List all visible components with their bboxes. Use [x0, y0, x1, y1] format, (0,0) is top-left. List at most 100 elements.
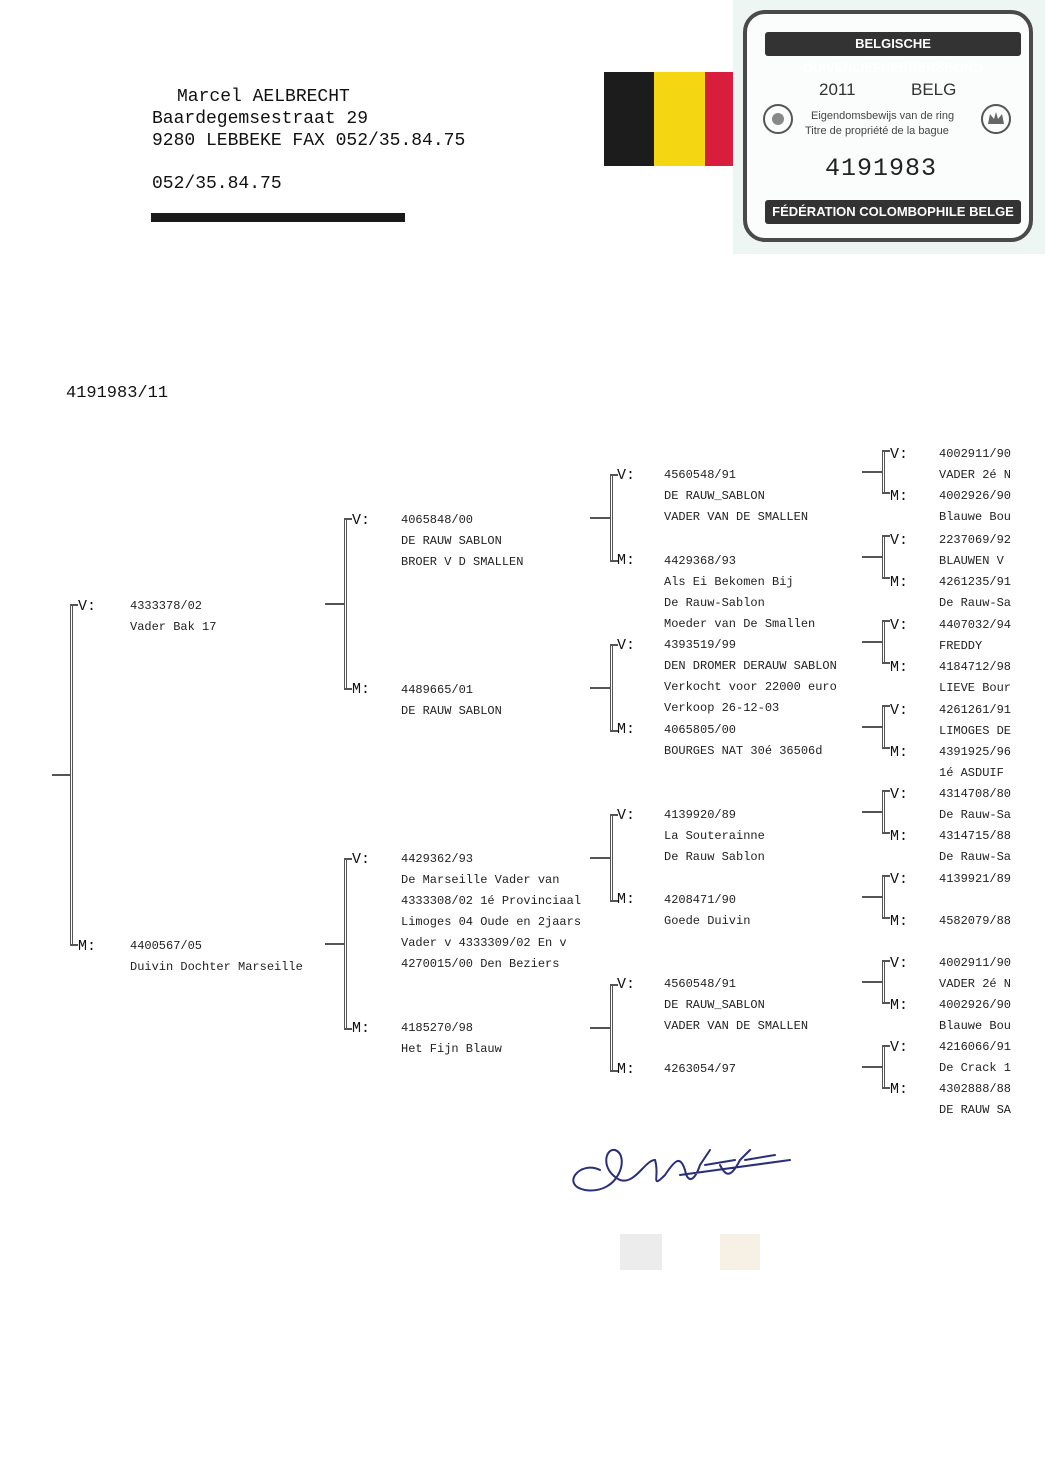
gen2-bird-1: 4065848/00 DE RAUW SABLON BROER V D SMAL… — [401, 510, 523, 573]
bird-note: De Rauw-Sa — [939, 850, 1012, 864]
gen3-label-7: V: — [617, 976, 636, 993]
ring-number: 4002926/90 — [939, 998, 1012, 1012]
ghost-mark-gray — [620, 1234, 662, 1270]
ring-number: 2237069/92 — [939, 533, 1012, 547]
gen3-bracket-4-stub — [590, 1027, 610, 1029]
gen4-bracket-6-stub — [862, 896, 882, 898]
gen3-label-1: V: — [617, 467, 636, 484]
gen4-father-label: V: — [890, 786, 909, 803]
bird-note: Duivin Dochter Marseille — [130, 960, 303, 974]
owner-name: Marcel AELBRECHT — [177, 87, 350, 107]
bird-note: Limoges 04 Oude en 2jaars — [401, 915, 582, 929]
gen3-label-6: M: — [617, 891, 636, 908]
gen3-bracket-2-vertical — [610, 644, 613, 730]
gen4-bracket-3-vertical — [882, 620, 885, 662]
gen3-bird-5: 4139920/89 La Souterainne De Rauw Sablon — [664, 805, 765, 868]
gen2-label-4: M: — [352, 1020, 371, 1037]
bird-note: Verkoop 26-12-03 — [664, 701, 780, 715]
bird-note: BROER V D SMALLEN — [401, 555, 524, 569]
ring-number: 4065848/00 — [401, 513, 474, 527]
gen4-bracket-1-cap-top — [882, 450, 890, 452]
ring-number: 4333378/02 — [130, 599, 203, 613]
certificate-year: 2011 — [819, 80, 856, 99]
bird-note: DEN DROMER DERAUW SABLON — [664, 659, 837, 673]
gen3-bracket-3-cap-top — [610, 814, 618, 816]
gen3-bird-1: 4560548/91 DE RAUW_SABLON VADER VAN DE S… — [664, 465, 808, 528]
gen4-father-6: 4139921/89 — [939, 869, 1011, 890]
ring-number: 4208471/90 — [664, 893, 737, 907]
certificate-top-band: BELGISCHE DUIVENLIEFHEBBERSBOND — [765, 32, 1021, 75]
bird-note: De Rauw-Sa — [939, 808, 1012, 822]
gen4-father-label: V: — [890, 871, 909, 888]
gen4-bracket-5-cap-top — [882, 790, 890, 792]
ring-number: 4139920/89 — [664, 808, 737, 822]
gen4-bracket-2-stub — [862, 556, 882, 558]
ring-number: 4139921/89 — [939, 872, 1012, 886]
gen4-mother-label: M: — [890, 744, 909, 761]
gen1-mother-label: M: — [78, 938, 97, 955]
bird-note: Vader Bak 17 — [130, 620, 217, 634]
gen3-bird-7: 4560548/91 DE RAUW_SABLON VADER VAN DE S… — [664, 974, 808, 1037]
bird-ring-number: 4191983/11 — [66, 384, 169, 403]
bird-note: Het Fijn Blauw — [401, 1042, 502, 1056]
bird-note: Blauwe Bou — [939, 1019, 1012, 1033]
gen1-bracket-cap-top — [70, 604, 78, 606]
gen2-bracket-b-cap-top — [344, 858, 352, 860]
bird-note: VADER 2é N — [939, 468, 1012, 482]
bird-note: VADER 2é N — [939, 977, 1012, 991]
ring-number: 4400567/05 — [130, 939, 203, 953]
gen4-mother-label: M: — [890, 997, 909, 1014]
ring-number: 4560548/91 — [664, 977, 737, 991]
gen2-bracket-a-stub — [325, 603, 344, 605]
gen4-bracket-6-cap-top — [882, 875, 890, 877]
ring-number: 4002911/90 — [939, 447, 1012, 461]
gen2-bracket-a-cap-top — [344, 518, 352, 520]
gen4-mother-label: M: — [890, 828, 909, 845]
gen2-bracket-b-vertical — [344, 858, 347, 1028]
gen4-bracket-3-stub — [862, 641, 882, 643]
gen4-bracket-8-vertical — [882, 1045, 885, 1087]
gen4-bracket-1-cap-bottom — [882, 492, 890, 494]
ring-number: 4185270/98 — [401, 1021, 474, 1035]
ring-number: 4489665/01 — [401, 683, 474, 697]
bird-note: LIEVE Bour — [939, 681, 1012, 695]
bird-note: VADER VAN DE SMALLEN — [664, 510, 809, 524]
gen4-father-label: V: — [890, 446, 909, 463]
gen1-bracket-stub — [52, 774, 70, 776]
ownership-certificate: BELGISCHE DUIVENLIEFHEBBERSBOND 2011 BEL… — [733, 0, 1045, 254]
gen4-bracket-2-cap-top — [882, 535, 890, 537]
ring-number: 4314708/80 — [939, 787, 1012, 801]
gen4-bracket-8-cap-bottom — [882, 1087, 890, 1089]
bird-note: Moeder van De Smallen — [664, 617, 816, 631]
bird-note: Blauwe Bou — [939, 510, 1012, 524]
gen4-bracket-4-cap-top — [882, 705, 890, 707]
gen4-mother-label: M: — [890, 488, 909, 505]
ring-number: 4261261/91 — [939, 703, 1012, 717]
gen3-bird-2: 4429368/93 Als Ei Bekomen Bij De Rauw-Sa… — [664, 551, 815, 635]
owner-city-fax: 9280 LEBBEKE FAX 052/35.84.75 — [152, 131, 466, 151]
owner-street: Baardegemsestraat 29 — [152, 109, 369, 129]
bird-note: DE RAUW_SABLON — [664, 998, 765, 1012]
ring-number: 4263054/97 — [664, 1062, 737, 1076]
ring-number: 4184712/98 — [939, 660, 1012, 674]
bird-note: VADER VAN DE SMALLEN — [664, 1019, 809, 1033]
gen4-mother-label: M: — [890, 913, 909, 930]
gen1-bracket-vertical — [70, 604, 73, 944]
ring-number: 4582079/88 — [939, 914, 1012, 928]
gen4-bracket-4-cap-bottom — [882, 747, 890, 749]
certificate-country: BELG — [911, 80, 957, 99]
gen2-label-3: V: — [352, 851, 371, 868]
gen4-bracket-2-cap-bottom — [882, 577, 890, 579]
gen4-mother-label: M: — [890, 1081, 909, 1098]
gen4-bracket-5-cap-bottom — [882, 832, 890, 834]
ghost-mark-cream — [720, 1234, 760, 1270]
gen4-bracket-7-cap-bottom — [882, 1002, 890, 1004]
flag-stripe-yellow — [654, 72, 705, 166]
gen3-bracket-3-stub — [590, 857, 610, 859]
flag-stripe-red — [705, 72, 735, 166]
